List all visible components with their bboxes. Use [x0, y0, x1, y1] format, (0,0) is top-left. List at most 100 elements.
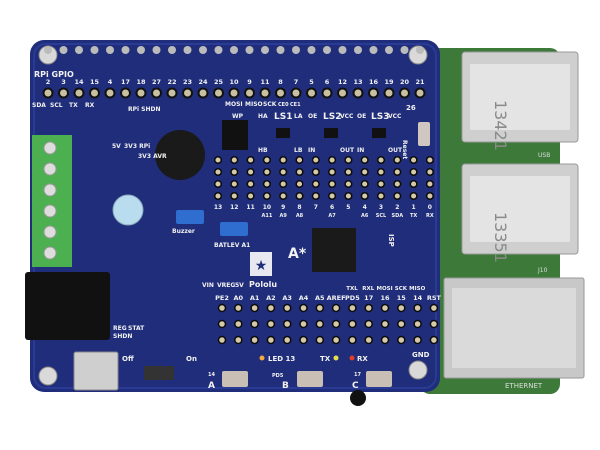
in-label: IN: [308, 147, 315, 154]
bottom-pin-label: A5: [315, 294, 325, 302]
gpio-hole: [89, 87, 100, 99]
digital-pin-label: 5: [346, 204, 350, 211]
proto-hole: [344, 179, 353, 189]
gpio-number: 15: [90, 78, 100, 86]
on-label: On: [186, 355, 197, 363]
gpio-hole: [306, 87, 317, 99]
gpio-number: 9: [247, 78, 252, 86]
lb-label: LB: [294, 147, 303, 154]
header-pin: [416, 46, 424, 54]
proto-hole: [380, 335, 390, 345]
proto-hole: [279, 155, 288, 165]
proto-hole: [295, 167, 304, 177]
gpio-number: 21: [415, 78, 425, 86]
proto-hole: [364, 335, 373, 345]
header-pin: [354, 46, 362, 54]
proto-hole: [295, 179, 304, 189]
sda-label: SDA: [32, 102, 46, 109]
gpio-number: 16: [369, 78, 379, 86]
gpio-hole: [120, 87, 131, 99]
power-switch[interactable]: [144, 366, 174, 380]
proto-hole: [311, 155, 320, 165]
vcc-label: VCC: [340, 113, 354, 120]
header-pin: [59, 46, 68, 54]
proto-hole: [413, 303, 422, 313]
gpio-hole: [228, 87, 240, 99]
proto-hole: [397, 335, 406, 345]
buzzer: [155, 130, 205, 180]
gpio-number: 3: [61, 78, 66, 86]
proto-hole: [266, 303, 276, 313]
mosi-label: MOSI: [225, 101, 243, 108]
proto-hole: [393, 167, 402, 177]
proto-hole: [409, 191, 418, 201]
gpio-number: 13: [353, 78, 362, 86]
gpio-hole: [275, 87, 286, 99]
proto-hole: [230, 179, 239, 189]
bottom-pin-label: A0: [234, 294, 244, 302]
digital-pin-label: 7: [314, 204, 318, 211]
5v-label: 5V: [112, 143, 121, 150]
shdn-label: SHDN: [113, 333, 132, 340]
proto-hole: [315, 303, 325, 313]
batlev-label: BATLEV A1: [214, 242, 250, 249]
gpio-number: 12: [338, 78, 347, 86]
proto-hole: [250, 335, 259, 345]
ls2-chip: [324, 128, 338, 138]
digital-pin-label: 2: [395, 204, 399, 211]
bottom-pin-label: 17: [364, 294, 373, 302]
jumper[interactable]: [176, 210, 204, 224]
microcontroller: [312, 228, 356, 272]
button-c[interactable]: [366, 371, 392, 387]
wp-label: WP: [232, 113, 244, 120]
proto-hole: [315, 319, 325, 329]
digital-pin-sub-label: SDA: [391, 213, 403, 219]
prototyping-area: [213, 155, 439, 345]
gpio-number: 11: [260, 78, 270, 86]
proto-hole: [246, 191, 255, 201]
star-icon: ★: [255, 258, 268, 274]
proto-hole: [429, 335, 439, 345]
header-pin: [245, 46, 254, 54]
proto-hole: [344, 167, 353, 177]
proto-hole: [360, 191, 369, 201]
reset-button[interactable]: [418, 122, 430, 146]
gpio-number: 5: [309, 78, 314, 86]
proto-hole: [376, 155, 386, 165]
gpio-number: 23: [183, 78, 192, 86]
buzzer-label: Buzzer: [172, 228, 195, 235]
ls3-chip: [372, 128, 386, 138]
proto-hole: [213, 179, 223, 189]
proto-hole: [409, 179, 418, 189]
header-pin: [385, 46, 393, 54]
bottom-pin-label: PE2: [215, 294, 229, 302]
ls3-label: LS3: [371, 112, 389, 122]
button-b[interactable]: [297, 371, 323, 387]
proto-hole: [413, 335, 422, 345]
digital-pin-label: 0: [428, 204, 432, 211]
gpio-hole: [290, 87, 302, 99]
digital-pin-label: 10: [263, 204, 271, 211]
header-pin: [338, 46, 347, 54]
svg-text:13421: 13421: [491, 100, 510, 151]
digital-pin-label: 1: [412, 204, 416, 211]
jumper[interactable]: [220, 222, 248, 236]
gpio-hole: [368, 87, 379, 99]
gpio-hole: [166, 87, 178, 99]
proto-hole: [279, 167, 288, 177]
header-pin: [106, 46, 114, 54]
gpio-number: 18: [136, 78, 146, 86]
tx-led: [333, 355, 339, 361]
proto-hole: [262, 191, 271, 201]
button-a[interactable]: [222, 371, 248, 387]
proto-hole: [299, 319, 308, 329]
proto-hole: [429, 319, 439, 329]
tx-label: TX: [69, 102, 78, 109]
isp-label: ISP: [387, 234, 395, 247]
barrel-jack: [25, 272, 110, 340]
gpio-hole: [73, 87, 85, 99]
digital-pin-sub-label: A7: [328, 213, 336, 219]
proto-hole: [217, 303, 227, 313]
